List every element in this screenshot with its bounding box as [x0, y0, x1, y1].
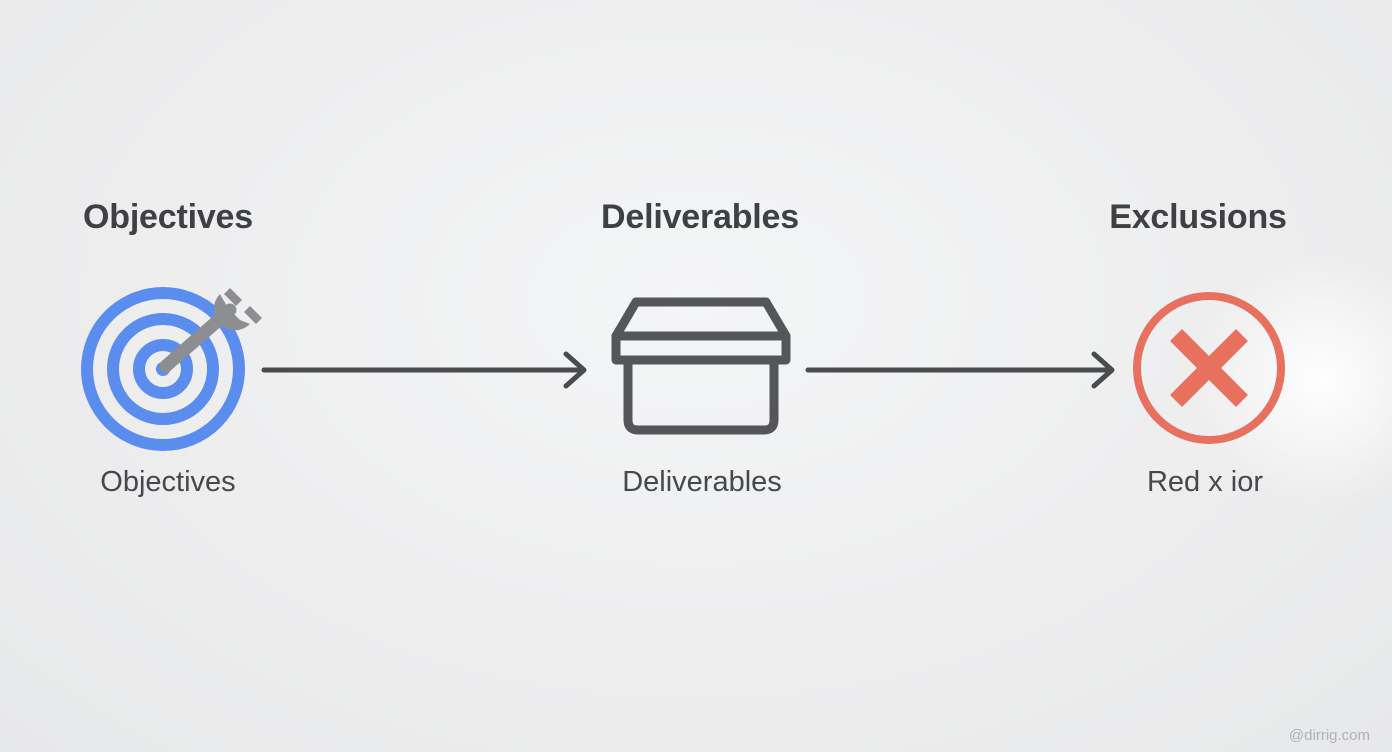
red-x-circle-icon: [1133, 292, 1285, 444]
arrow-deliverables-to-exclusions: [805, 351, 1115, 389]
target-wrench-icon: [81, 287, 262, 451]
arrow-objectives-to-deliverables: [261, 351, 587, 389]
watermark: @dirrig.com: [1288, 727, 1370, 744]
exclusions-heading: Exclusions: [1109, 198, 1287, 236]
box-icon: [611, 297, 791, 435]
exclusions-caption: Red x ior: [1146, 466, 1264, 498]
objectives-caption: Objectives: [100, 466, 236, 498]
deliverables-heading: Deliverables: [601, 198, 799, 236]
deliverables-caption: Deliverables: [622, 466, 782, 498]
objectives-heading: Objectives: [83, 198, 253, 236]
